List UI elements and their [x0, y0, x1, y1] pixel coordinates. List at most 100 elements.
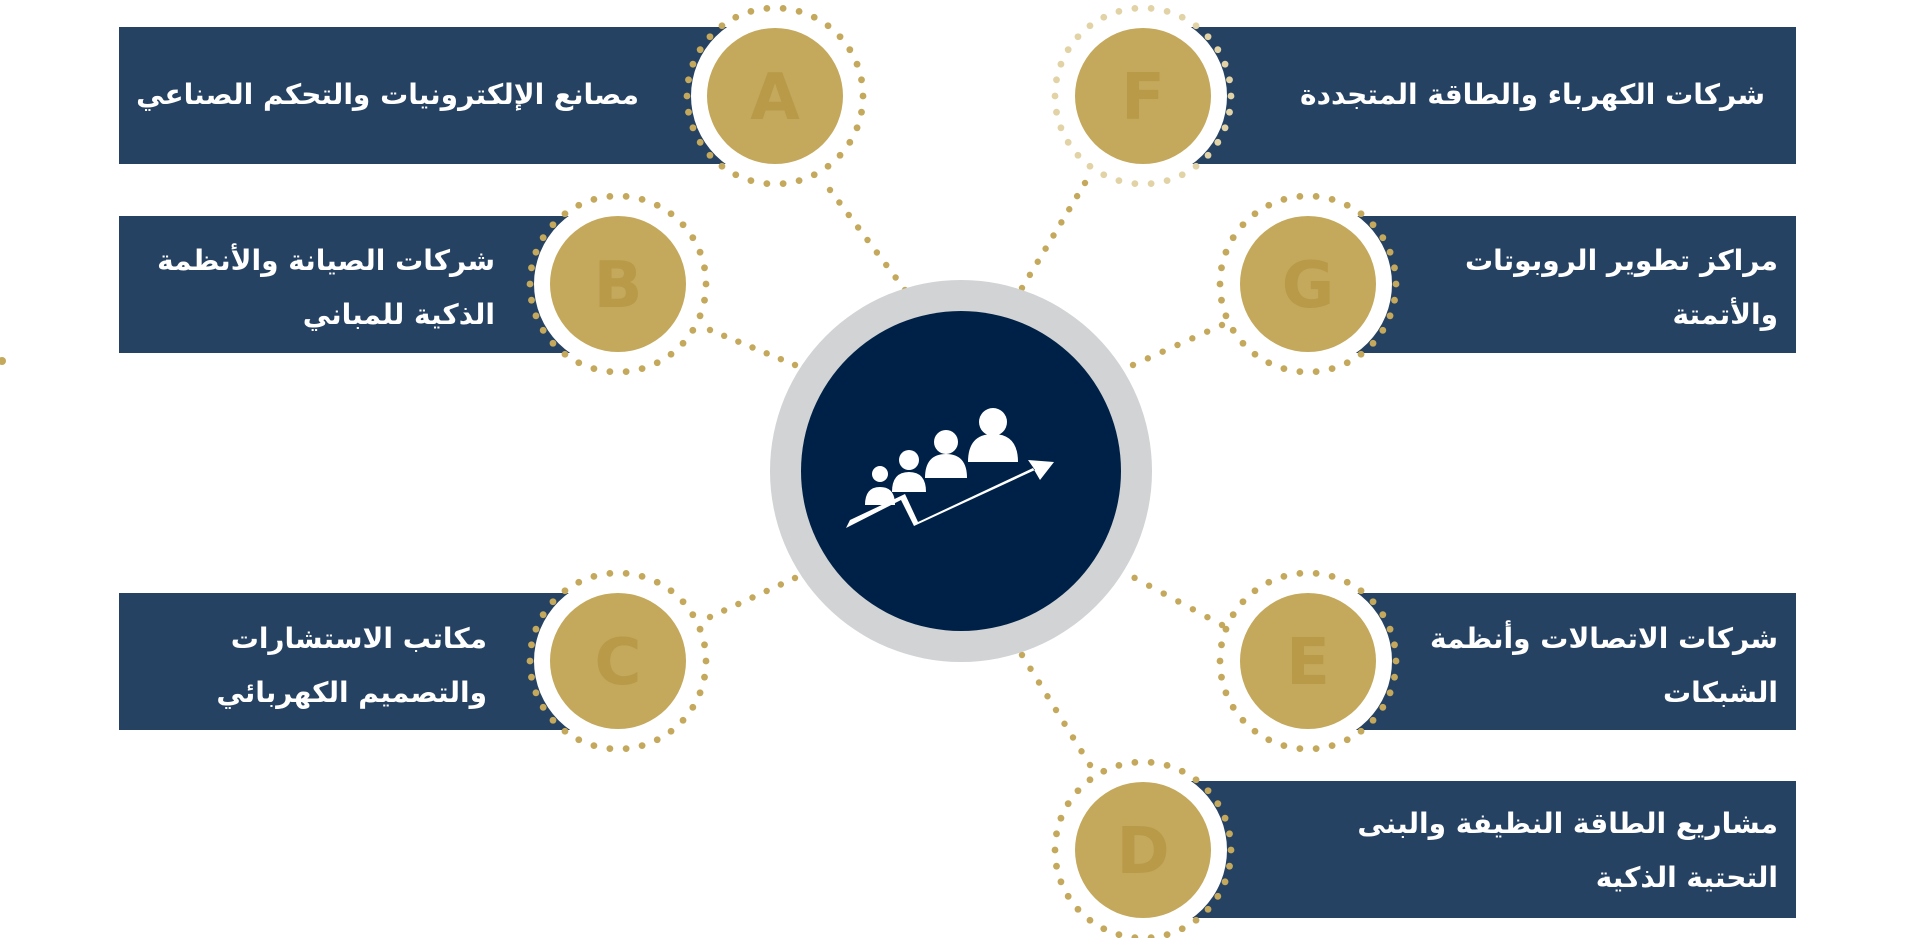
ring-dot: [1391, 296, 1398, 304]
ring-dot: [1131, 180, 1139, 188]
ring-dot: [1218, 264, 1225, 272]
connector-dot: [1050, 232, 1057, 239]
ring-dot: [1074, 787, 1082, 795]
ring-dot: [1086, 162, 1094, 170]
ring-dot: [696, 46, 704, 54]
node-e-label-line2: الشبكات: [1663, 676, 1778, 709]
ring-dot: [1343, 201, 1351, 209]
ring-dot: [1053, 76, 1060, 84]
ring-dot: [824, 22, 832, 30]
ring-dot: [622, 368, 630, 376]
ring-dot: [638, 365, 646, 373]
connector-dot: [1061, 720, 1068, 727]
ring-dot: [532, 625, 540, 633]
ring-dot: [1227, 92, 1235, 100]
ring-dot: [1221, 878, 1229, 886]
node-letter: C: [595, 626, 642, 700]
ring-dot: [1343, 736, 1351, 744]
ring-dot: [732, 171, 740, 179]
node-f-label-line1: شركات الكهرباء والطاقة المتجددة: [1300, 78, 1765, 111]
letter-circle: [1240, 216, 1376, 352]
ring-dot: [1051, 846, 1059, 854]
ring-dot: [653, 359, 661, 367]
connector-dot: [1078, 748, 1085, 755]
ring-dot: [1357, 587, 1365, 595]
ring-dot: [1086, 22, 1094, 30]
ring-dot: [1312, 569, 1320, 577]
ring-dot: [532, 689, 540, 697]
ring-dot: [1192, 916, 1200, 924]
connector-dot: [1131, 574, 1138, 582]
ring-dot: [667, 587, 675, 595]
ring-dot: [858, 108, 865, 116]
node-e-label-line1: شركات الاتصالات وأنظمة: [1430, 622, 1778, 655]
ring-dot: [1391, 264, 1398, 272]
ring-dot: [1312, 192, 1320, 200]
letter-circle: [1240, 593, 1376, 729]
node-letter: E: [1286, 626, 1330, 700]
ring-dot: [1312, 745, 1320, 753]
connector-lines: [706, 179, 1226, 769]
ring-dot: [622, 745, 630, 753]
ring-dot: [1100, 171, 1108, 179]
node-d-label-line1: مشاريع الطاقة النظيفة والبنى: [1357, 807, 1778, 840]
ring-dot: [539, 611, 547, 619]
connector-dot: [873, 249, 881, 256]
node-b-label-line2: الذكية للمباني: [302, 298, 495, 331]
ring-dot: [606, 192, 614, 200]
ring-dot: [846, 138, 854, 146]
connector-dot: [845, 211, 852, 219]
ring-dot: [1265, 201, 1273, 209]
ring-dot: [1369, 598, 1377, 606]
ring-dot: [763, 4, 771, 12]
ring-dot: [1379, 703, 1387, 711]
ring-dot: [1328, 572, 1336, 580]
ring-dot: [1214, 800, 1222, 808]
ring-dot: [853, 124, 861, 132]
ring-dot: [539, 326, 547, 334]
node-g: G: [1216, 192, 1796, 376]
ring-dot: [1357, 727, 1365, 735]
ring-dot: [1204, 787, 1212, 795]
stray-dot: [0, 357, 6, 365]
ring-dot: [653, 578, 661, 586]
ring-dot: [539, 234, 547, 242]
connector-dot: [1145, 582, 1153, 589]
connector-dot: [1027, 665, 1034, 672]
ring-dot: [679, 339, 687, 347]
ring-dot: [1369, 221, 1377, 229]
ring-dot: [1357, 350, 1365, 358]
letter-circle: [550, 593, 686, 729]
letter-circle: [1075, 782, 1211, 918]
ring-dot: [1115, 931, 1123, 938]
connector-dot: [1018, 651, 1026, 659]
ring-dot: [1251, 727, 1259, 735]
node-letter: D: [1116, 815, 1169, 889]
ring-dot: [696, 138, 704, 146]
ring-dot: [1192, 22, 1200, 30]
connector-dot: [1052, 706, 1060, 714]
ring-dot: [549, 716, 557, 724]
ring-dot: [1312, 368, 1320, 376]
ring-dot: [1057, 124, 1065, 132]
connector-dot: [1218, 321, 1226, 329]
ring-dot: [701, 296, 708, 304]
node-letter: B: [594, 249, 643, 323]
ring-dot: [689, 60, 697, 68]
ring-dot: [1053, 830, 1060, 838]
ring-dot: [718, 22, 726, 30]
ring-dot: [702, 280, 710, 288]
connector-dot: [836, 199, 843, 206]
ring-dot: [706, 33, 714, 41]
node-b: B: [119, 192, 710, 376]
ring-dot: [1147, 758, 1155, 766]
ring-dot: [718, 162, 726, 170]
connector-dot: [1174, 341, 1181, 349]
ring-dot: [1343, 359, 1351, 367]
ring-dot: [528, 641, 535, 649]
ring-dot: [1239, 598, 1247, 606]
connector-dot: [854, 224, 862, 231]
ring-dot: [1239, 221, 1247, 229]
connector-dot: [1144, 355, 1152, 362]
